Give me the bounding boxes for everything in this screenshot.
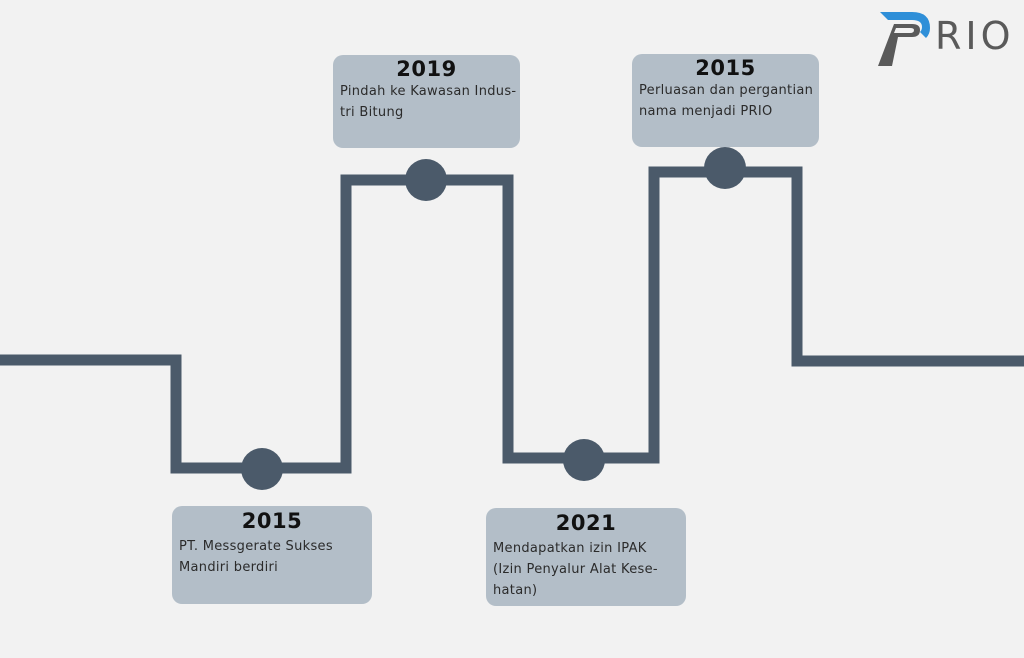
prio-p-logo-icon <box>878 12 930 66</box>
logo-text: RIO <box>935 14 1015 58</box>
timeline-node-4 <box>704 147 746 189</box>
description-line: (Izin Penyalur Alat Kese- <box>493 562 658 577</box>
timeline-node-2 <box>405 159 447 201</box>
description-line: PT. Messgerate Sukses <box>179 539 333 554</box>
milestone-year: 2015 <box>695 56 756 80</box>
milestone-card: 2021 Mendapatkan izin IPAK (Izin Penyalu… <box>486 508 686 606</box>
description-line: Mandiri berdiri <box>179 560 279 575</box>
description-line: nama menjadi PRIO <box>639 104 773 119</box>
timeline-path <box>0 166 1024 474</box>
description-line: Perluasan dan pergantian <box>639 83 814 98</box>
description-line: Pindah ke Kawasan Indus- <box>340 84 517 99</box>
timeline-node-3 <box>563 439 605 481</box>
milestone-card: 2019 Pindah ke Kawasan Indus- tri Bitung <box>333 55 520 148</box>
description-line: hatan) <box>493 583 538 598</box>
timeline-node-1 <box>241 448 283 490</box>
milestone-description: Mendapatkan izin IPAK (Izin Penyalur Ala… <box>486 538 686 601</box>
milestone-year: 2021 <box>555 511 617 535</box>
milestone-description: Perluasan dan pergantian nama menjadi PR… <box>632 80 819 122</box>
milestone-year: 2015 <box>241 509 303 533</box>
description-line: Mendapatkan izin IPAK <box>493 541 647 556</box>
milestone-year: 2019 <box>396 57 457 81</box>
description-line: tri Bitung <box>340 105 404 120</box>
milestone-description: PT. Messgerate Sukses Mandiri berdiri <box>172 536 372 578</box>
milestone-description: Pindah ke Kawasan Indus- tri Bitung <box>333 81 520 123</box>
milestone-card: 2015 PT. Messgerate Sukses Mandiri berdi… <box>172 506 372 604</box>
milestone-card: 2015 Perluasan dan pergantian nama menja… <box>632 54 819 147</box>
